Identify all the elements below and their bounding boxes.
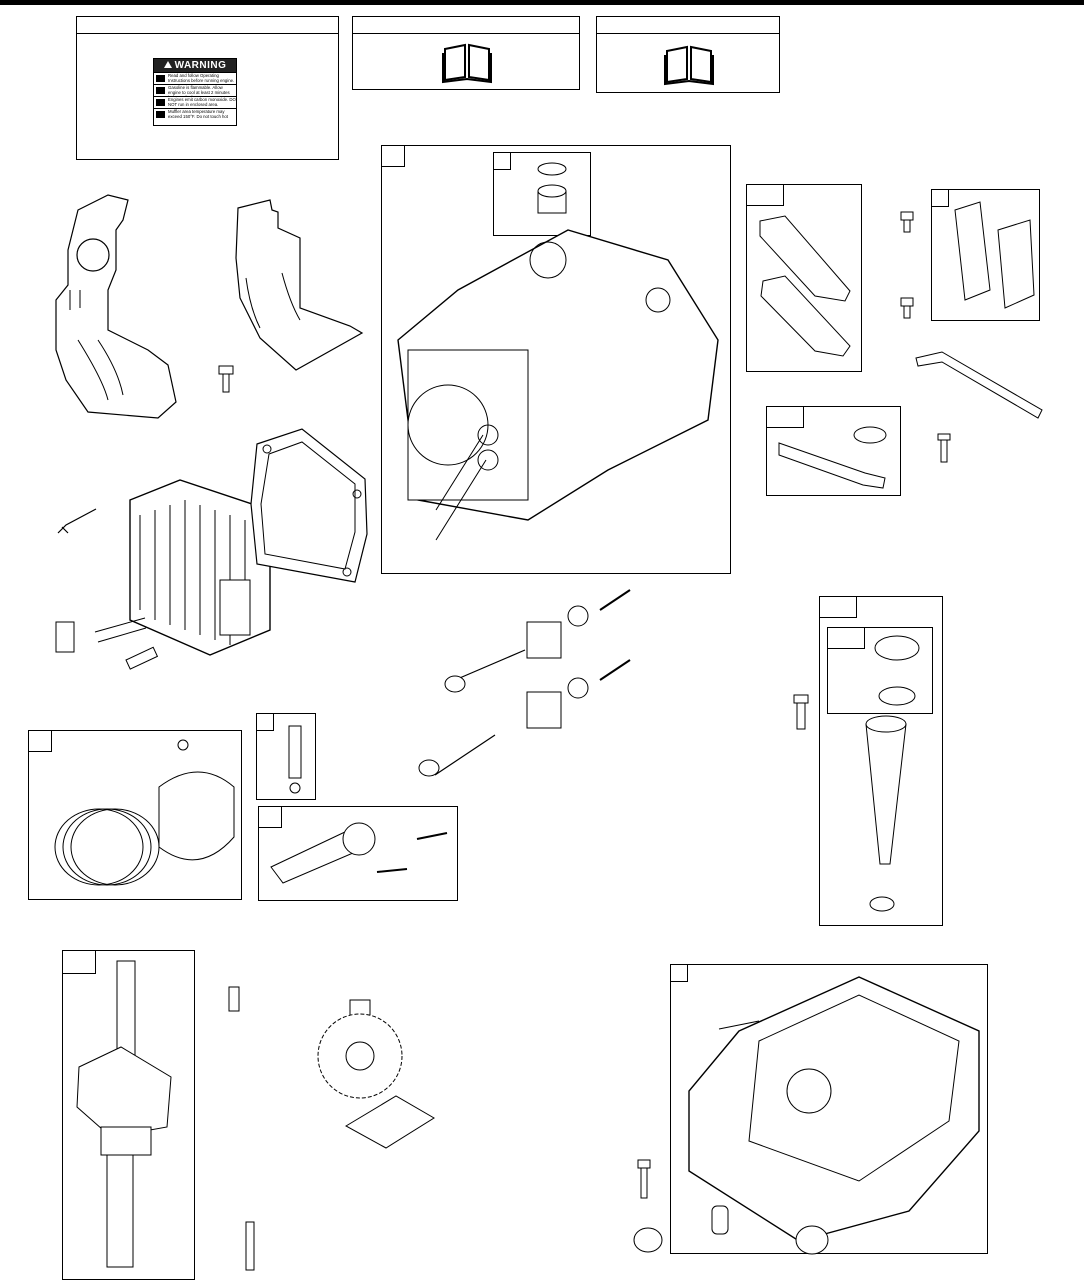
crankcase-drawing [388,220,728,540]
breather-tube-panel [766,406,901,496]
dipstick-cap-panel [827,627,933,714]
decal-line: Muffler area temperature may exceed 150°… [168,109,229,120]
manual-book-icon [663,45,715,85]
decal-row: Muffler area temperature may exceed 150°… [154,108,236,120]
heat-shield-drawing [230,198,365,373]
manual-panel-2 [596,16,780,93]
panel-tag [29,731,52,752]
panel-tag [747,185,784,206]
key-drawing [242,1220,258,1272]
panel-tag [382,146,405,167]
cylinder-shroud-drawing [48,190,183,420]
screw-drawing [937,432,951,464]
warning-decal: WARNING Read and follow Operating Instru… [153,58,237,126]
cylinder-head-drawing [120,470,270,660]
panel-tag [828,628,865,649]
dipstick-tube-drawing [912,344,1047,424]
decal-line: Gasoline is flammable. Allow engine to c… [168,85,230,96]
key-drawing [227,985,241,1015]
manual-icon [156,75,165,82]
valve-cover-drawing [950,200,1036,312]
piston-rings-drawing [49,737,239,897]
piston-pin-drawing [285,724,305,796]
piston-panel [28,730,242,900]
manual-book-icon [441,43,493,83]
panel-header [597,17,779,34]
crankshaft-drawing [71,957,191,1275]
exhaust-icon [156,99,165,106]
sump-hardware-drawing [632,1156,832,1260]
oil-fill-tube-drawing [846,714,922,914]
panel-tag [932,190,949,207]
dipstick-cap-drawing [872,632,922,710]
spark-plug-drawing [50,610,160,685]
decal-line: Engines emit carbon monoxide. DO NOT run… [168,97,236,107]
bolt-drawing [793,693,809,731]
crankshaft-panel [62,950,195,1280]
camshaft-governor-drawing [306,996,440,1156]
valve-cover-panel [931,189,1040,321]
sump-drawing [679,971,983,1249]
manual-panel-1 [352,16,580,90]
panel-header [77,17,338,34]
panel-tag [820,597,857,618]
warning-triangle-icon [163,61,172,68]
header-rule [0,0,1084,5]
decal-title-text: WARNING [174,60,227,71]
breather-bolts-drawing [897,210,917,320]
decal-row: Engines emit carbon monoxide. DO NOT run… [154,96,236,108]
head-gasket-drawing [247,424,372,589]
head-bolt-drawing [56,505,106,535]
decal-row: Gasoline is flammable. Allow engine to c… [154,84,236,96]
bolt-drawing [216,364,236,394]
panel-tag [257,714,274,731]
hot-surface-icon [156,111,165,118]
panel-tag [63,951,96,974]
panel-tag [671,965,688,982]
decal-line: Read and follow Operating Instructions b… [168,73,235,83]
panel-tag [259,807,282,828]
gasket-drawing [755,211,855,361]
connecting-rod-panel [258,806,458,901]
panel-tag [767,407,804,428]
panel-tag [494,153,511,170]
gasket-kit-panel [746,184,862,372]
decal-row: Read and follow Operating Instructions b… [154,72,236,84]
breather-tube-drawing [775,423,895,493]
decal-title: WARNING [154,59,236,72]
panel-header [353,17,579,34]
seal-bushing-drawing [536,161,568,225]
connecting-rod-drawing [267,817,453,897]
warning-decal-panel: WARNING Read and follow Operating Instru… [76,16,339,160]
piston-pin-panel [256,713,316,800]
fuel-icon [156,87,165,94]
valve-train-drawing [415,580,635,780]
bearing-kit-panel [493,152,591,236]
